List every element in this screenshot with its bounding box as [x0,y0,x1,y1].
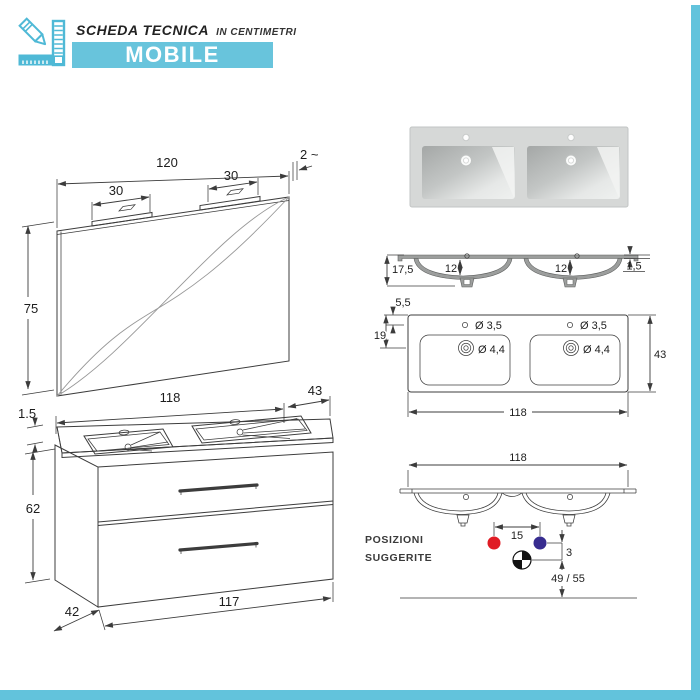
dim-plan-width: 118 [509,407,527,419]
bottom-accent-bar [0,690,700,700]
plan-right-drain [563,340,579,356]
dim-connections-width: 118 [509,452,527,464]
render-left-bowl [422,133,515,199]
hot-water-dot [487,536,501,550]
mirror-light-right [199,188,261,211]
dim-mirror-width: 120 [156,155,178,170]
render-right-bowl [527,133,620,199]
vanity-cabinet-drawing: 118 43 1.5 [18,382,334,632]
cold-water-dot [533,536,547,550]
basin-plan-drawing: Ø 3,5 Ø 3,5 Ø 4,4 Ø 4,4 5,5 19 43 118 [372,297,667,419]
mirror-drawing: 30 30 120 2 ~ 75 [21,147,319,397]
front-perspective-drawing: 30 30 120 2 ~ 75 118 4 [18,147,334,632]
drawer-handle [178,483,259,495]
dim-section-left-bowl-depth: 12 [445,263,457,275]
sheet-subtitle: IN CENTIMETRI [216,27,297,38]
dim-mirror-height: 75 [24,301,38,316]
drain-centroid-symbol [512,550,532,570]
dim-plan-tap-offset: 5,5 [395,297,410,309]
drawer-handle [178,541,259,554]
sheet-title: SCHEDA TECNICA [76,22,210,38]
dim-vanity-top-width: 118 [160,390,181,405]
product-type-banner: MOBILE [72,42,273,68]
dim-plan-drain-offset: 19 [374,330,386,342]
dim-section-right-bowl-depth: 12 [555,263,567,275]
label-right-drain-hole: Ø 4,4 [583,344,610,356]
dim-vanity-top-thickness: 1.5 [18,406,36,421]
basin-3d-render [409,126,629,208]
dim-right-light-width: 30 [224,168,238,183]
label-left-drain-hole: Ø 4,4 [478,344,505,356]
pencil-glyph [18,17,47,46]
basin-section-drawing: 17,5 12 12 1,5 [384,246,650,288]
positions-caption-line2: SUGGERITE [365,552,433,564]
label-right-tap-hole: Ø 3,5 [580,320,607,332]
connection-positions-drawing: 118 15 3 [399,451,637,599]
dim-vanity-bottom-depth: 42 [65,604,79,619]
dim-vanity-bottom-width: 117 [219,594,240,609]
basin-front-outline [399,488,637,527]
pencil-ruler-icon [18,17,66,67]
dim-mirror-thickness: 2 ~ [300,147,319,162]
right-accent-bar [691,5,700,700]
ruler-square [18,19,66,67]
dim-dot-drop: 3 [566,547,572,559]
mirror-light-left [91,204,153,227]
dim-left-light-width: 30 [109,183,123,198]
plan-left-drain [458,340,474,356]
mirror-decor-wave [56,196,290,397]
dim-dot-spacing: 15 [511,530,523,542]
dim-vanity-top-depth: 43 [308,383,322,398]
label-left-tap-hole: Ø 3,5 [475,320,502,332]
positions-caption-line1: POSIZIONI [365,534,424,546]
sheet-header: SCHEDA TECNICA IN CENTIMETRI [76,22,297,38]
dim-section-edge-thickness: 1,5 [626,261,641,273]
dim-vanity-height: 62 [26,501,40,516]
dim-floor-distance: 49 / 55 [551,573,585,585]
dim-plan-depth: 43 [654,349,666,361]
dim-section-total-depth: 17,5 [392,264,413,276]
